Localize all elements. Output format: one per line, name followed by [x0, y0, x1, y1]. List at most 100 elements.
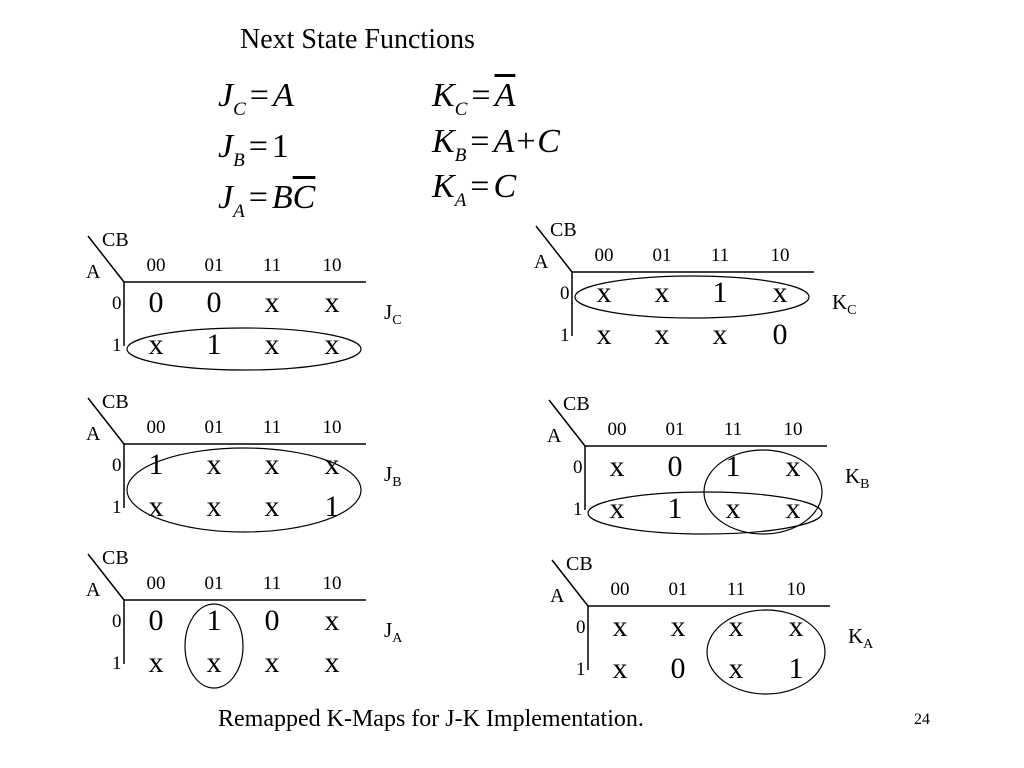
kmap-cell: 1 — [206, 604, 222, 637]
equation-ka: KA=C — [432, 168, 517, 211]
kmap-group-loop — [706, 609, 826, 695]
kmap-corner-diagonal — [87, 235, 125, 283]
kmap-grid-lines — [87, 235, 366, 371]
kmap-col-header: 00 — [594, 245, 614, 266]
kmap-col-var-label: CB — [102, 547, 129, 569]
kmap-col-header: 01 — [204, 417, 224, 438]
kmap-cell: 0 — [772, 318, 788, 351]
kmap-name: KC — [832, 290, 857, 318]
kmap-group-loop — [126, 327, 362, 371]
kmap-cell: 1 — [667, 492, 683, 525]
kmap-col-header: 01 — [652, 245, 672, 266]
kmap-cell: x — [324, 604, 340, 637]
kmap-col-header: 01 — [204, 255, 224, 276]
kmap-cell: x — [596, 276, 612, 309]
kmap-cell: x — [206, 448, 222, 481]
kmap-corner-diagonal — [87, 397, 125, 445]
kmap-cell: x — [264, 286, 280, 319]
kmap-col-header: 11 — [262, 417, 282, 438]
kmap-cell: x — [264, 490, 280, 523]
kmap-grid-lines — [551, 559, 830, 695]
kmap-cell: x — [324, 448, 340, 481]
kmap-name-subscript: B — [392, 475, 402, 490]
kmap-row-header: 1 — [112, 653, 122, 674]
kmap-cell: x — [148, 490, 164, 523]
equation-kc: KC=A — [432, 77, 516, 120]
kmap-row-header: 1 — [112, 497, 122, 518]
kmap-row-var-label: A — [86, 261, 101, 283]
kmap-name: KB — [845, 464, 870, 492]
kmap-col-header: 01 — [665, 419, 685, 440]
kmap-name: JC — [384, 300, 402, 328]
kmap-cell: x — [772, 276, 788, 309]
kmap-cell: x — [670, 610, 686, 643]
kmap-col-header: 11 — [262, 255, 282, 276]
kmap-cell: x — [788, 610, 804, 643]
kmap-group-loop — [587, 491, 823, 535]
kmap-row-header: 1 — [560, 325, 570, 346]
kmap-cell: 1 — [148, 448, 164, 481]
kmap-cell: 0 — [206, 286, 222, 319]
kmap-cell: 0 — [148, 286, 164, 319]
kmap-name: JB — [384, 462, 402, 490]
kmap-cell: x — [728, 610, 744, 643]
kmap-col-header: 00 — [610, 579, 630, 600]
kmap-cell: x — [728, 652, 744, 685]
kmap-cell: x — [609, 450, 625, 483]
equation-jc: JC=A — [218, 77, 294, 120]
kmap-cell: x — [612, 652, 628, 685]
kmap-cell: 0 — [670, 652, 686, 685]
kmap-name-subscript: C — [847, 303, 857, 318]
kmap-col-header: 11 — [723, 419, 743, 440]
kmap-cell: 0 — [264, 604, 280, 637]
kmap-group-loop — [574, 275, 810, 319]
kmap-cell: 1 — [206, 328, 222, 361]
kmap-corner-diagonal — [551, 559, 589, 607]
kmap-col-header: 10 — [322, 255, 342, 276]
kmap-col-header: 00 — [146, 417, 166, 438]
kmap-col-header: 11 — [710, 245, 730, 266]
kmap-cell: x — [596, 318, 612, 351]
equation-kc-rhs: A — [495, 77, 516, 114]
kmap-name-subscript: C — [392, 313, 402, 328]
kmap-cell: x — [785, 492, 801, 525]
kmap-name-subscript: A — [863, 637, 874, 652]
kmap-col-var-label: CB — [102, 391, 129, 413]
equation-ja-rhs: BC — [271, 179, 316, 216]
kmap-cell: x — [609, 492, 625, 525]
kmap-cell: x — [324, 646, 340, 679]
kmap-group-loop — [184, 603, 244, 689]
kmap-cell: x — [785, 450, 801, 483]
kmap-cell: 0 — [667, 450, 683, 483]
kmap-row-header: 0 — [560, 283, 570, 304]
kmap-grid-lines — [87, 397, 366, 533]
kmap-cell: x — [725, 492, 741, 525]
kmap-col-header: 01 — [668, 579, 688, 600]
kmap-group-loop — [126, 447, 362, 533]
overline-term: C — [292, 179, 316, 216]
kmap-cell: x — [206, 646, 222, 679]
kmap-cell: x — [264, 448, 280, 481]
kmap-row-header: 1 — [576, 659, 586, 680]
kmap-cell: 0 — [148, 604, 164, 637]
kmap-row-header: 1 — [112, 335, 122, 356]
kmap-col-header: 11 — [726, 579, 746, 600]
kmap-cell: x — [654, 276, 670, 309]
kmap-col-var-label: CB — [550, 219, 577, 241]
kmap-cell: 1 — [712, 276, 728, 309]
kmap-grid-lines — [548, 399, 827, 535]
kmap-row-var-label: A — [86, 423, 101, 445]
kmap-cell: x — [612, 610, 628, 643]
page-number: 24 — [914, 711, 930, 728]
kmap-cell: x — [148, 328, 164, 361]
kmap-cell: x — [206, 490, 222, 523]
kmap-col-header: 10 — [770, 245, 790, 266]
kmap-row-var-label: A — [86, 579, 101, 601]
kmap-col-header: 10 — [786, 579, 806, 600]
equation-ja: JA=BC — [218, 179, 316, 222]
kmap-col-header: 10 — [322, 573, 342, 594]
